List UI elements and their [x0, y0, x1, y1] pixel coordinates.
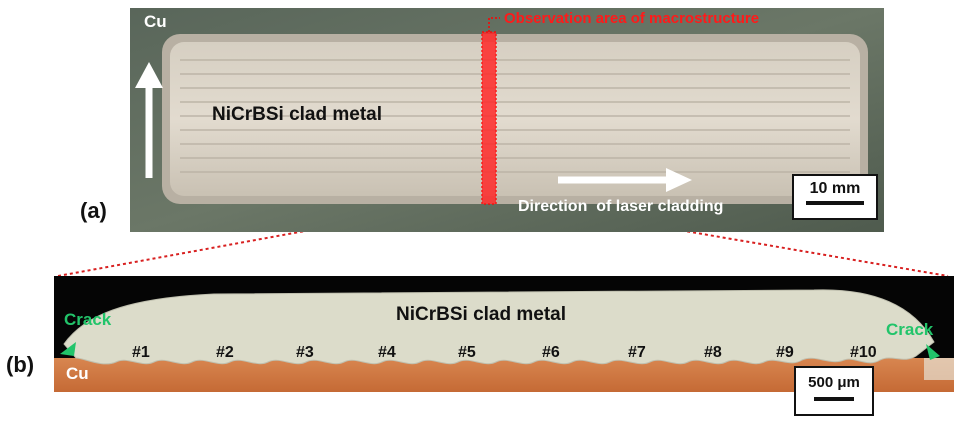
- scale-bar-bottom-label: 500 μm: [808, 374, 860, 391]
- cu-label-top: Cu: [144, 12, 167, 31]
- macro-photo-top-view: Cu NiCrBSi clad metal Observation area o…: [130, 8, 884, 232]
- bead-label-2: #2: [216, 344, 234, 361]
- clad-label-top: NiCrBSi clad metal: [212, 104, 382, 125]
- top-view-image: [130, 8, 884, 232]
- direction-label: Direction of laser cladding: [518, 198, 724, 215]
- direction-arrow-head: [666, 168, 692, 192]
- panel-b-label: (b): [6, 352, 35, 377]
- clad-cross-section: [63, 289, 935, 365]
- scale-bar-bottom: 500 μm: [794, 366, 874, 416]
- scale-bar-top: 10 mm: [792, 174, 878, 220]
- bead-label-8: #8: [704, 344, 722, 361]
- bead-label-6: #6: [542, 344, 560, 361]
- bead-label-4: #4: [378, 344, 396, 361]
- crack-arrow-left: [60, 342, 76, 356]
- bead-label-1: #1: [132, 344, 150, 361]
- vertical-arrow-head: [135, 62, 163, 88]
- scale-bar-top-label: 10 mm: [809, 180, 861, 197]
- scale-bar-top-line: [806, 201, 864, 205]
- bead-label-5: #5: [458, 344, 476, 361]
- bead-lines: [180, 59, 850, 173]
- scale-bar-bottom-line: [814, 397, 854, 401]
- bead-label-10: #10: [850, 344, 877, 361]
- crack-label-right: Crack: [886, 320, 934, 339]
- connector-line-right: [491, 197, 949, 277]
- cu-label-bottom: Cu: [66, 364, 89, 383]
- observation-area-highlight: [481, 31, 497, 205]
- bead-label-3: #3: [296, 344, 314, 361]
- crack-arrow-right: [926, 344, 940, 360]
- bead-label-7: #7: [628, 344, 646, 361]
- panel-a-label: (a): [80, 198, 107, 223]
- crack-label-left: Crack: [64, 310, 112, 329]
- clad-label-cross-section: NiCrBSi clad metal: [396, 304, 566, 325]
- bead-label-9: #9: [776, 344, 794, 361]
- observation-area-label: Observation area of macrostructure: [504, 10, 760, 27]
